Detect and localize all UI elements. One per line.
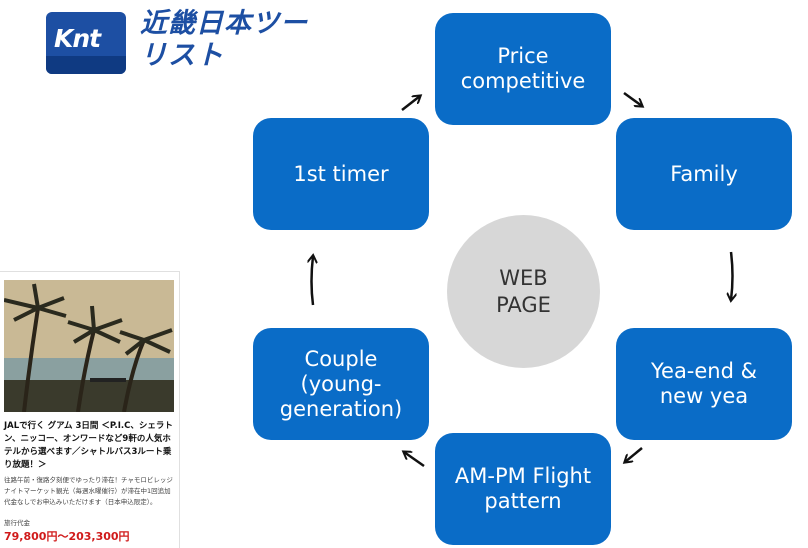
price-label: 旅行代金 xyxy=(4,519,30,527)
node-first-timer: 1st timer xyxy=(253,118,429,230)
node-family: Family xyxy=(616,118,792,230)
arrow-couple-to-first xyxy=(312,256,314,306)
tour-card[interactable]: JALで行く グアム 3日間 ＜P.I.C、シェラトン、ニッコー、オンワードなど… xyxy=(0,271,180,548)
company-name: 近畿日本ツーリスト xyxy=(140,8,308,71)
center-web-page: WEB PAGE xyxy=(447,215,600,368)
node-couple: Couple (young- generation) xyxy=(253,328,429,440)
node-am-pm-flight: AM-PM Flight pattern xyxy=(435,433,611,545)
node-price-competitive: Price competitive xyxy=(435,13,611,125)
arrow-ampm-to-couple xyxy=(404,452,425,468)
arrow-yearend-to-ampm xyxy=(625,447,643,462)
arrow-family-to-yearend xyxy=(731,251,733,300)
arrow-price-to-family xyxy=(623,91,642,106)
guam-beach-photo[interactable] xyxy=(4,280,174,412)
logo-mark: Knt xyxy=(54,24,101,53)
palm-trees-image xyxy=(4,280,174,412)
tour-price: 79,800円〜203,300円 xyxy=(4,530,130,543)
tour-description: 往路午前・復路夕刻便でゆったり滞在！チャモロビレッジナイトマーケット観光（毎週水… xyxy=(4,476,173,506)
knt-logo: Knt xyxy=(46,12,126,74)
arrow-first-to-price xyxy=(401,96,420,111)
node-year-end: Yea-end & new yea xyxy=(616,328,792,440)
logo-wave xyxy=(46,56,126,74)
tour-title[interactable]: JALで行く グアム 3日間 ＜P.I.C、シェラトン、ニッコー、オンワードなど… xyxy=(4,421,173,470)
